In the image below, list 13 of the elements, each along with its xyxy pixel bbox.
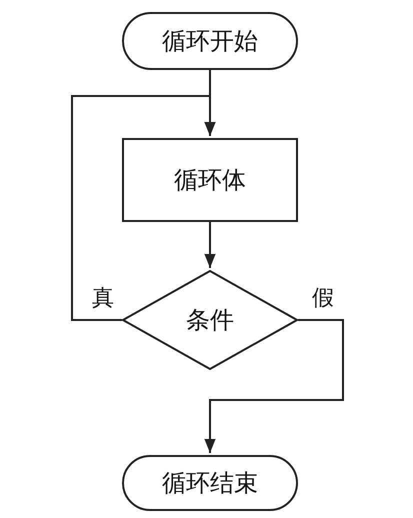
node-label: 循环开始 xyxy=(162,26,258,57)
arrow xyxy=(71,95,216,321)
process-box xyxy=(122,138,298,222)
terminal-box xyxy=(122,455,298,511)
node-label: 条件 xyxy=(186,305,234,336)
arrow xyxy=(204,319,344,453)
terminal-box xyxy=(122,12,298,70)
decision-diamond xyxy=(122,270,298,370)
edge-label: 假 xyxy=(312,288,334,310)
edge-label: 真 xyxy=(92,288,114,310)
arrow xyxy=(204,222,216,268)
node-label: 循环体 xyxy=(174,165,246,196)
node-label: 循环结束 xyxy=(162,468,258,499)
